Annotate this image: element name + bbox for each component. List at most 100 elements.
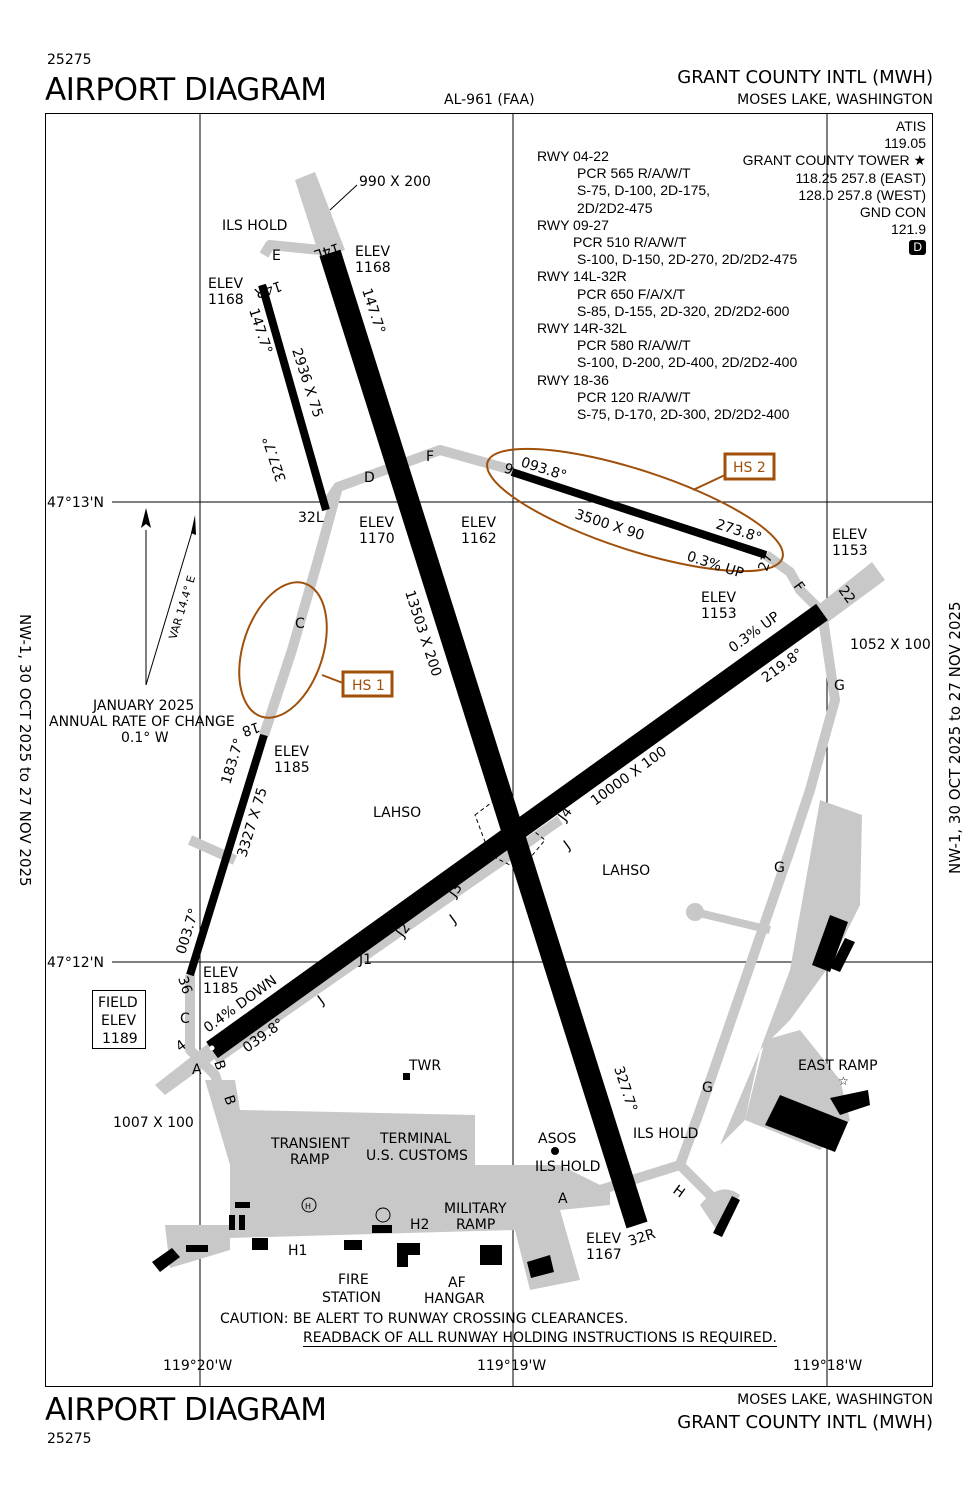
airport-name: GRANT COUNTY INTL (MWH) <box>677 67 933 88</box>
diagram-label: G <box>774 860 785 876</box>
diagram-label: ILS HOLD <box>222 218 287 234</box>
diagram-label: 1007 X 100 <box>113 1115 194 1131</box>
diagram-label: ILS HOLD <box>535 1159 600 1175</box>
diagram-label: RAMP <box>290 1152 329 1168</box>
diagram-label: AF <box>448 1275 466 1291</box>
diagram-label: 1153 <box>701 606 737 622</box>
diagram-label: ELEV <box>832 527 867 543</box>
diagram-label: ELEV <box>208 276 243 292</box>
diagram-label: ELEV <box>701 590 736 606</box>
diagram-frame <box>45 113 933 1387</box>
diagram-label: HANGAR <box>424 1291 485 1307</box>
diagram-label: 119°18'W <box>793 1358 862 1374</box>
diagram-label: ANNUAL RATE OF CHANGE <box>49 714 235 730</box>
true-north-icon <box>141 508 151 528</box>
diagram-label: TERMINAL <box>379 1131 451 1147</box>
diagram-label: J <box>446 912 460 928</box>
diagram-label: 32L <box>298 510 324 526</box>
diagram-label: ELEV <box>274 744 309 760</box>
diagram-label: TRANSIENT <box>270 1136 350 1152</box>
diagram-label: 327.7° <box>260 434 290 484</box>
helipad-h1-icon <box>301 1197 317 1213</box>
diagram-label: 14L <box>312 239 341 262</box>
helipad-h2-icon <box>375 1207 391 1223</box>
hot-spot-2-box <box>723 452 776 481</box>
diagram-label: 327.7° <box>610 1064 640 1114</box>
diagram-label: STATION <box>322 1290 381 1306</box>
diagram-label: ELEV <box>359 515 394 531</box>
diagram-label: 1052 X 100 <box>850 637 931 653</box>
runway-pcr-info: RWY 04-22 PCR 565 R/A/W/T S-75, D-100, 2… <box>537 148 798 423</box>
diagram-label: 14R <box>252 277 283 301</box>
hot-spot-1-label: HS 1 <box>352 678 385 694</box>
east-ramp-star-icon: ☆ <box>838 1074 849 1088</box>
diagram-label: 0.3% UP <box>685 549 746 582</box>
diagram-label: 47°12'N <box>47 955 104 971</box>
runway-14r-32l <box>258 283 330 512</box>
diagram-label: 1162 <box>461 531 497 547</box>
hot-spot-2-label: HS 2 <box>733 460 766 476</box>
diagram-label: U.S. CUSTOMS <box>366 1148 468 1164</box>
hot-spot-2-ring <box>486 447 784 573</box>
diagram-label: JANUARY 2025 <box>92 698 194 714</box>
diagram-label: MILITARY <box>444 1201 507 1217</box>
volume-id: 25275 <box>47 52 92 68</box>
diagram-label: 0.1° W <box>121 730 169 746</box>
diagram-label: EAST RAMP <box>798 1058 878 1074</box>
runway-18-36 <box>186 733 268 977</box>
diagram-label: B <box>210 1058 228 1072</box>
diagram-label: E <box>272 248 281 264</box>
runways <box>186 249 828 1229</box>
diagram-label: H2 <box>410 1217 429 1233</box>
diagram-label: 1168 <box>355 260 391 276</box>
diagram-label: F <box>426 449 434 465</box>
diagram-label: 1168 <box>208 292 244 308</box>
page-title: AIRPORT DIAGRAM <box>45 72 327 108</box>
diagram-label: 119°20'W <box>163 1358 232 1374</box>
caution-line-2: READBACK OF ALL RUNWAY HOLDING INSTRUCTI… <box>303 1330 778 1347</box>
asos-marker <box>551 1147 559 1155</box>
diagram-label: G <box>834 678 845 694</box>
diagram-label: 1185 <box>203 981 239 997</box>
diagram-label: J1 <box>358 952 372 968</box>
hot-spot-1-box <box>341 670 394 698</box>
diagram-label: TWR <box>408 1058 441 1074</box>
diagram-label: 183.7° <box>219 736 248 786</box>
airspace-d-badge: D <box>909 240 926 256</box>
runway-04-22 <box>206 603 828 1059</box>
diagram-label: 1189 <box>102 1031 138 1047</box>
diagram-label: RAMP <box>456 1217 495 1233</box>
frequencies: ATIS 119.05 GRANT COUNTY TOWER ★ 118.25 … <box>742 118 926 256</box>
diagram-label: ELEV <box>586 1231 621 1247</box>
diagram-label: 27 <box>756 551 777 573</box>
diagram-label: A <box>192 1062 202 1078</box>
diagram-label: ELEV <box>101 1013 136 1029</box>
helipad-letter: H <box>305 1202 311 1211</box>
diagram-label: J <box>314 993 328 1009</box>
lahso-marks <box>474 799 546 871</box>
diagram-label: 32R <box>626 1226 657 1250</box>
magnetic-north-icon <box>191 515 196 535</box>
diagram-label: ELEV <box>203 965 238 981</box>
diagram-label: G <box>702 1080 713 1096</box>
diagram-label: 36 <box>174 974 195 996</box>
tower-building <box>403 1073 410 1080</box>
footer-title: AIRPORT DIAGRAM <box>45 1392 327 1428</box>
footer-volume-id: 25275 <box>47 1431 92 1447</box>
diagram-label: 1167 <box>586 1247 622 1263</box>
diagram-label: 47°13'N <box>47 495 104 511</box>
diagram-label: J <box>560 838 574 854</box>
diagram-label: LAHSO <box>602 863 650 879</box>
runway-09-27 <box>510 468 768 559</box>
diagram-label: ILS HOLD <box>633 1126 698 1142</box>
hot-spot-1-ring <box>238 581 328 719</box>
runway-14l-32r <box>319 249 648 1229</box>
diagram-label: 1170 <box>359 531 395 547</box>
diagram-label: 990 X 200 <box>359 174 431 190</box>
diagram-label: C <box>295 616 305 632</box>
field-elev-box <box>92 990 146 1049</box>
diagram-label: 18 <box>240 718 262 739</box>
diagram-label: ELEV <box>461 515 496 531</box>
diagram-label: 1153 <box>832 543 868 559</box>
